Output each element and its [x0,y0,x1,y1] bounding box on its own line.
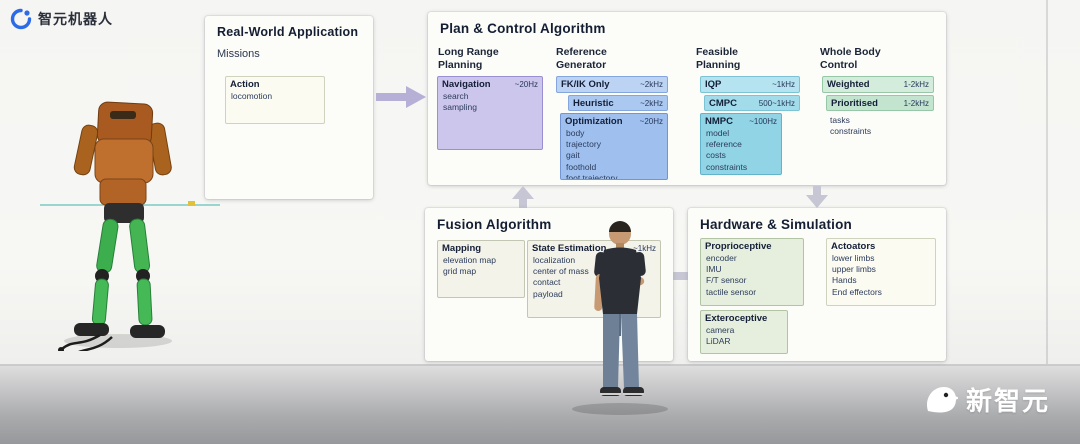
navigation-item: sampling [443,102,478,113]
optimization-item: body [566,128,585,138]
nmpc-block: NMPC ~100Hz model reference costs constr… [700,113,782,175]
nmpc-item: reference [706,139,742,150]
state-estimation-item: localization [533,255,576,265]
action-name: Action [230,79,260,90]
brand-logo: 智元机器人 [10,8,113,30]
wbc-items: tasks constraints [830,115,930,138]
watermark: 新智元 [922,381,1050,418]
state-estimation-item: contact [533,277,561,288]
prioritised-rate: 1-2kHz [903,99,929,108]
arrow-realworld-to-plan [376,86,426,108]
mapping-name: Mapping [442,243,482,254]
wbc-item: tasks [830,115,850,125]
heuristic-block: Heuristic ~2kHz [568,95,668,111]
state-estimation-rate: ~1kHz [633,244,656,253]
heuristic-rate: ~2kHz [640,99,663,108]
real-world-title: Real-World Application [217,25,359,39]
hardware-title: Hardware & Simulation [700,217,852,232]
weighted-block: Weighted 1-2kHz [822,76,934,93]
iqp-rate: ~1kHz [772,80,795,89]
actuators-item: Hands [832,275,857,286]
iqp-name: IQP [705,79,722,90]
actuators-item: End effectors [832,286,882,297]
proprioceptive-block: Proprioceptive encoder IMU F/T sensor ta… [700,238,804,306]
nmpc-item: costs [706,150,726,161]
brand-icon [10,8,32,30]
navigation-item: search [443,91,469,101]
watermark-text: 新智元 [965,386,1050,416]
col-reference-generator-title: Reference Generator [556,46,607,71]
mapping-item: grid map [443,266,477,277]
cmpc-block: CMPC 500~1kHz [704,95,800,111]
heuristic-name: Heuristic [573,98,614,109]
proprioceptive-item: IMU [706,264,722,275]
fkik-block: FK/IK Only ~2kHz [556,76,668,93]
col-long-range-planning-title: Long Range Planning [438,46,499,71]
plan-title: Plan & Control Algorithm [440,21,606,36]
real-world-application-panel: Real-World Application Missions Action l… [205,16,373,199]
missions-label: Missions [217,48,260,60]
wbc-item: constraints [830,126,872,137]
optimization-name: Optimization [565,116,623,127]
proprioceptive-item: tactile sensor [706,286,757,297]
proprioceptive-item: encoder [706,253,737,263]
col-whole-body-control-title: Whole Body Control [820,46,881,71]
hardware-panel: Hardware & Simulation Proprioceptive enc… [688,208,946,361]
actuators-item: upper limbs [832,264,876,275]
iqp-block: IQP ~1kHz [700,76,800,93]
navigation-rate: ~20Hz [514,80,538,89]
action-block: Action locomotion [225,76,325,124]
arrow-plan-to-hardware-down [806,186,828,208]
robot-figure [40,101,220,351]
state-estimation-name: State Estimation [532,243,607,254]
state-estimation-item: payload [533,288,563,299]
brand-text: 智元机器人 [38,11,113,27]
fkik-rate: ~2kHz [640,80,663,89]
exteroceptive-name: Exteroceptive [705,313,768,324]
optimization-item: trajectory [566,139,601,150]
plan-control-panel: Plan & Control Algorithm Long Range Plan… [428,12,946,185]
mapping-block: Mapping elevation map grid map [437,240,525,298]
optimization-rate: ~20Hz [639,117,663,126]
stage-floor [0,366,1080,444]
cmpc-name: CMPC [709,98,737,109]
cmpc-rate: 500~1kHz [758,99,795,108]
state-estimation-item: center of mass [533,266,589,277]
fusion-title: Fusion Algorithm [437,217,552,232]
nmpc-rate: ~100Hz [749,117,777,126]
screen-bottom-edge [0,364,1080,366]
actuators-name: Actoators [831,241,876,252]
screen-right-edge [1046,0,1048,364]
navigation-block: Navigation ~20Hz search sampling [437,76,543,150]
prioritised-block: Prioritised 1-2kHz [826,95,934,111]
mapping-item: elevation map [443,255,496,265]
weighted-name: Weighted [827,79,870,90]
presenter [572,221,668,415]
nmpc-item: constraints [706,161,748,172]
exteroceptive-item: camera [706,325,735,335]
prioritised-name: Prioritised [831,98,878,109]
actuators-block: Actoators lower limbs upper limbs Hands … [826,238,936,306]
actuators-item: lower limbs [832,253,875,263]
optimization-item: foothold [566,161,597,172]
proprioceptive-name: Proprioceptive [705,241,772,252]
exteroceptive-item: LiDAR [706,336,731,347]
watermark-bird-icon [926,386,958,412]
exteroceptive-block: Exteroceptive camera LiDAR [700,310,788,354]
proprioceptive-item: F/T sensor [706,275,747,286]
nmpc-item: model [706,128,730,138]
optimization-item: gait [566,150,580,161]
optimization-block: Optimization ~20Hz body trajectory gait … [560,113,668,180]
navigation-name: Navigation [442,79,491,90]
nmpc-name: NMPC [705,116,733,127]
col-feasible-planning-title: Feasible Planning [696,46,741,71]
fkik-name: FK/IK Only [561,79,610,90]
action-item: locomotion [231,91,273,101]
weighted-rate: 1-2kHz [903,80,929,89]
arrow-fusion-to-plan-up [512,186,534,208]
optimization-item: foot trajectory [566,172,618,180]
